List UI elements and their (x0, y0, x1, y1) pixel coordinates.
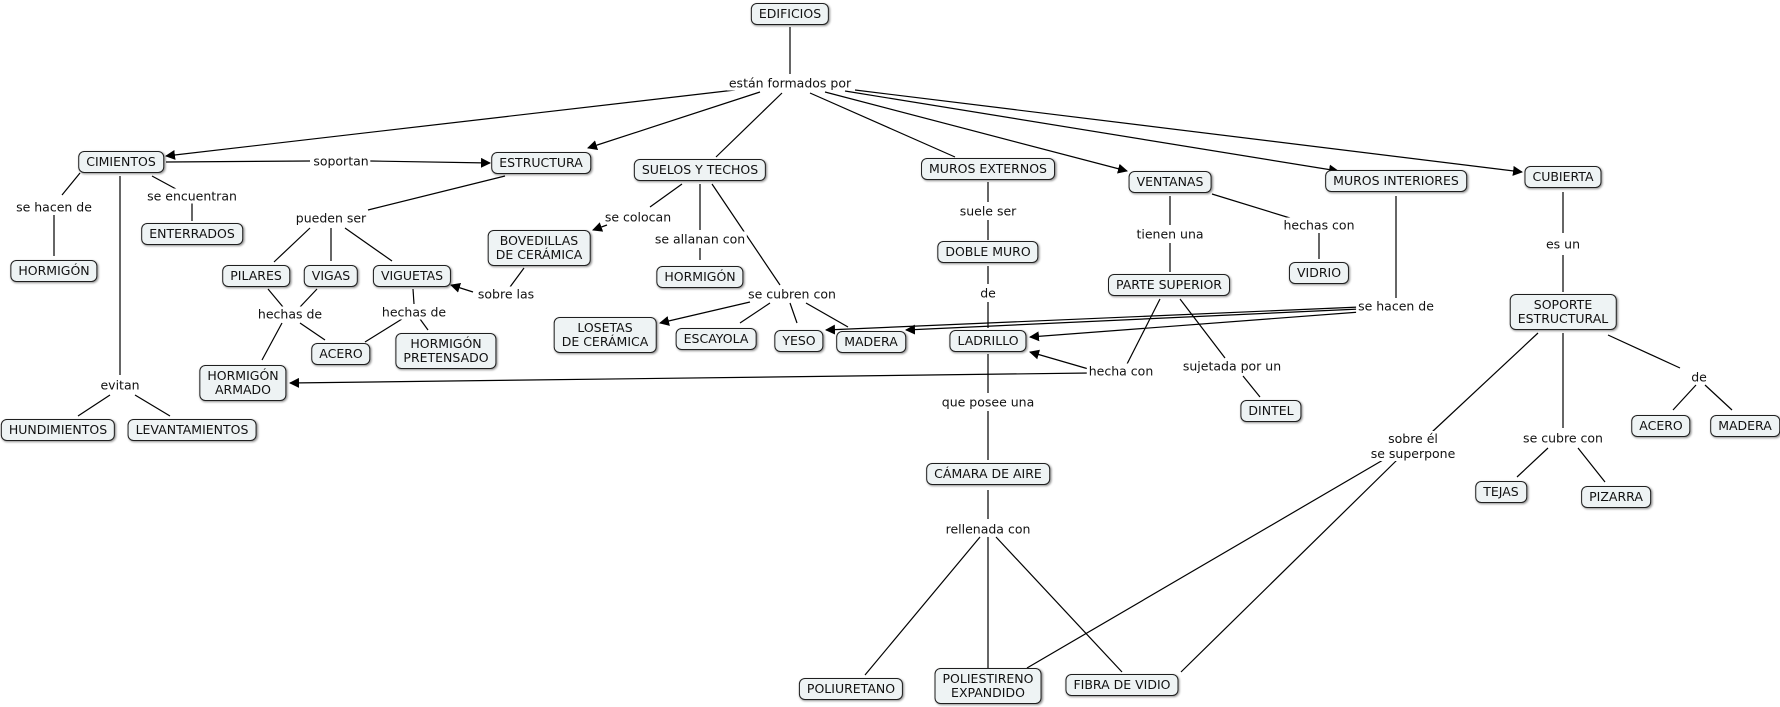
node-fibra-de-vidio[interactable]: FIBRA DE VIDIO (1065, 674, 1179, 696)
link-de-cubierta: de (1689, 369, 1709, 385)
node-cubierta[interactable]: CUBIERTA (1524, 166, 1602, 188)
link-evitan: evitan (98, 377, 142, 393)
link-se-cubre-con: se cubre con (1521, 430, 1605, 446)
node-camara-de-aire[interactable]: CÁMARA DE AIRE (926, 463, 1050, 485)
node-suelos-y-techos[interactable]: SUELOS Y TECHOS (633, 159, 767, 181)
node-hormigon-suelos[interactable]: HORMIGÓN (656, 266, 744, 288)
node-acero-cubierta[interactable]: ACERO (1631, 415, 1691, 437)
node-hundimientos[interactable]: HUNDIMIENTOS (0, 419, 116, 441)
node-hormigon-armado[interactable]: HORMIGÓN ARMADO (199, 365, 287, 401)
node-soporte-estructural[interactable]: SOPORTE ESTRUCTURAL (1509, 294, 1617, 330)
node-ladrillo[interactable]: LADRILLO (949, 330, 1027, 352)
link-se-cubren-con: se cubren con (746, 286, 838, 302)
node-doble-muro[interactable]: DOBLE MURO (937, 241, 1039, 263)
node-viguetas[interactable]: VIGUETAS (372, 265, 452, 287)
link-se-allanan-con: se allanan con (652, 231, 748, 247)
link-hechas-de-2: hechas de (379, 304, 449, 320)
node-muros-interiores[interactable]: MUROS INTERIORES (1325, 170, 1467, 192)
node-hormigon-pretensado[interactable]: HORMIGÓN PRETENSADO (395, 333, 497, 369)
node-escayola[interactable]: ESCAYOLA (675, 328, 757, 350)
node-pizarra[interactable]: PIZARRA (1581, 486, 1651, 508)
link-soportan: soportan (311, 153, 371, 169)
link-sujetada-por-un: sujetada por un (1180, 358, 1284, 374)
link-sobre-el-se-superpone: sobre él se superpone (1368, 431, 1458, 461)
node-poliuretano[interactable]: POLIURETANO (798, 678, 904, 700)
link-es-un: es un (1543, 236, 1583, 252)
node-madera-cubierta[interactable]: MADERA (1710, 415, 1780, 437)
node-muros-externos[interactable]: MUROS EXTERNOS (921, 158, 1055, 180)
link-suele-ser: suele ser (957, 203, 1019, 219)
link-hecha-con: hecha con (1086, 363, 1156, 379)
link-se-hacen-de-muros-interiores: se hacen de (1356, 298, 1436, 314)
node-parte-superior[interactable]: PARTE SUPERIOR (1108, 274, 1230, 296)
node-bovedillas[interactable]: BOVEDILLAS DE CERÁMICA (487, 230, 591, 266)
node-ventanas[interactable]: VENTANAS (1128, 171, 1212, 193)
node-losetas[interactable]: LOSETAS DE CERÁMICA (553, 317, 657, 353)
node-poliestireno[interactable]: POLIESTIRENO EXPANDIDO (934, 668, 1042, 704)
node-tejas[interactable]: TEJAS (1475, 481, 1527, 503)
link-se-colocan: se colocan (602, 209, 674, 225)
node-pilares[interactable]: PILARES (222, 265, 290, 287)
link-estan-formados-por: están formados por (726, 75, 854, 91)
link-se-encuentran: se encuentran (145, 188, 239, 204)
node-hormigon-cimientos[interactable]: HORMIGÓN (10, 260, 98, 282)
node-vidrio[interactable]: VIDRIO (1288, 262, 1350, 284)
node-vigas[interactable]: VIGAS (303, 265, 359, 287)
link-hechas-con: hechas con (1281, 217, 1357, 233)
link-se-hacen-de-cimientos: se hacen de (14, 199, 94, 215)
node-madera-suelos[interactable]: MADERA (836, 331, 906, 353)
link-que-posee-una: que posee una (939, 394, 1037, 410)
node-levantamientos[interactable]: LEVANTAMIENTOS (127, 419, 257, 441)
link-tienen-una: tienen una (1134, 226, 1206, 242)
node-dintel[interactable]: DINTEL (1240, 400, 1302, 422)
node-yeso[interactable]: YESO (774, 330, 824, 352)
link-sobre-las: sobre las (475, 286, 537, 302)
node-enterrados[interactable]: ENTERRADOS (141, 223, 243, 245)
node-edificios[interactable]: EDIFICIOS (750, 3, 830, 25)
node-acero-estructura[interactable]: ACERO (311, 343, 371, 365)
link-rellenada-con: rellenada con (943, 521, 1033, 537)
link-pueden-ser: pueden ser (293, 210, 369, 226)
node-cimientos[interactable]: CIMIENTOS (78, 151, 164, 173)
link-hechas-de-1: hechas de (255, 306, 325, 322)
link-de-muro: de (978, 285, 998, 301)
node-estructura[interactable]: ESTRUCTURA (491, 152, 591, 174)
